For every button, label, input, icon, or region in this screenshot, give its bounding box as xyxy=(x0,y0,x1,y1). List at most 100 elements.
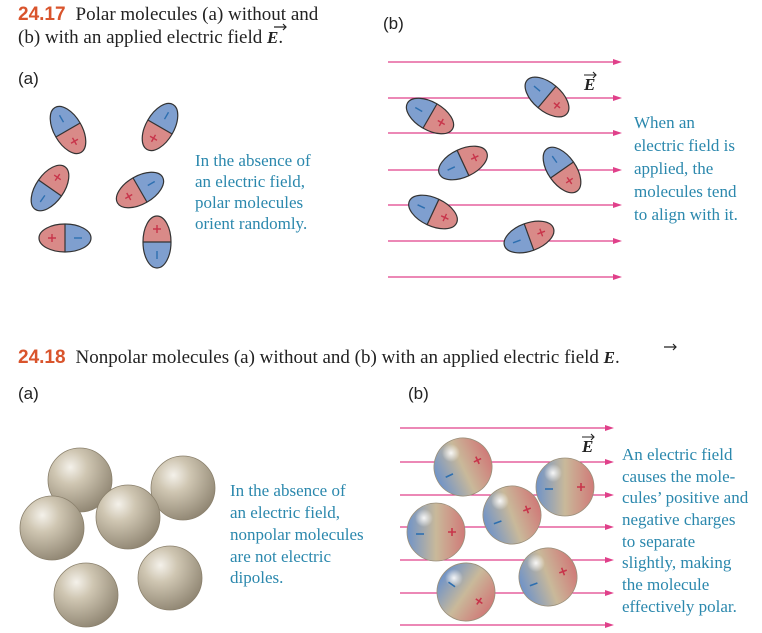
minus-sign-icon xyxy=(445,473,454,478)
minus-sign-icon xyxy=(417,204,426,209)
panel-a-label: (a) xyxy=(18,384,39,403)
arrowhead-icon xyxy=(613,130,622,136)
caption-line-2: (b) with an applied electric field E. xyxy=(18,27,283,48)
molecule-outline xyxy=(141,102,179,152)
plus-sign-icon xyxy=(553,101,561,109)
minus-sign-icon xyxy=(58,114,65,123)
minus-sign-icon xyxy=(551,155,558,164)
field-label-e: E xyxy=(583,75,595,94)
divider xyxy=(550,161,574,179)
minus-sign-icon xyxy=(163,111,170,120)
field-symbol: E xyxy=(266,28,278,47)
polar-molecule xyxy=(524,76,570,118)
arrowhead-icon xyxy=(613,238,622,244)
field-label-e: E xyxy=(581,437,593,456)
caption-line-2-text: (b) with an applied electric field xyxy=(18,27,267,48)
plus-sign-icon xyxy=(437,118,446,127)
arrowhead-icon xyxy=(605,622,614,628)
highlight xyxy=(527,554,545,572)
nonpolar-molecule xyxy=(95,484,161,550)
note-polar-random: In the absence of an electric field, pol… xyxy=(195,151,315,233)
note-induced: An electric field causes the mole- cules… xyxy=(622,445,752,616)
polar-molecules-random xyxy=(30,102,179,269)
plus-sign-icon xyxy=(48,234,56,242)
polar-molecule xyxy=(405,97,455,135)
plus-sign-icon xyxy=(153,225,161,233)
polar-molecule xyxy=(38,223,92,253)
molecule-body xyxy=(433,437,493,497)
polar-molecule xyxy=(30,164,70,212)
figure-number: 24.18 xyxy=(18,347,66,368)
divider xyxy=(426,199,440,225)
minus-sign-icon xyxy=(447,166,456,171)
plus-sign-icon xyxy=(440,213,449,222)
polar-molecule xyxy=(408,194,458,230)
molecule-outline xyxy=(30,164,70,212)
arrowhead-icon xyxy=(605,524,614,530)
minus-sign-icon xyxy=(493,520,502,525)
divider xyxy=(456,150,470,176)
molecule-body xyxy=(406,502,466,562)
polar-molecule xyxy=(141,102,179,152)
highlight xyxy=(415,509,433,527)
figure-caption-24-17: 24.17 Polar molecules (a) without and xyxy=(18,4,319,25)
molecule-body xyxy=(436,562,496,622)
plus-sign-icon xyxy=(559,567,568,576)
highlight xyxy=(442,444,460,462)
plus-sign-icon xyxy=(473,456,482,465)
vector-arrow-icon xyxy=(274,23,287,31)
minus-sign-icon xyxy=(147,180,156,187)
arrowhead-icon xyxy=(605,590,614,596)
arrowhead-icon xyxy=(613,95,622,101)
caption-line-1: Polar molecules (a) without and xyxy=(76,4,319,25)
plus-sign-icon xyxy=(475,597,483,605)
plus-sign-icon xyxy=(537,228,546,237)
molecule-outline xyxy=(405,97,455,135)
divider xyxy=(132,177,148,203)
nonpolar-molecules xyxy=(19,447,216,628)
induced-dipole-molecule xyxy=(433,437,493,497)
induced-dipole-molecule xyxy=(436,562,496,622)
divider xyxy=(523,223,535,251)
polar-molecules-aligned xyxy=(405,76,582,254)
induced-dipole-molecule xyxy=(518,547,578,607)
positive-end xyxy=(538,86,569,117)
arrowhead-icon xyxy=(605,425,614,431)
highlight xyxy=(445,569,463,587)
negative-end xyxy=(543,147,574,179)
nonpolar-molecule xyxy=(19,495,85,561)
minus-sign-icon xyxy=(39,194,46,203)
induced-dipole-molecule xyxy=(406,502,466,562)
arrowhead-icon xyxy=(613,274,622,280)
vector-arrow-icon xyxy=(664,343,677,351)
divider xyxy=(147,119,173,135)
panel-b-label: (b) xyxy=(408,384,429,403)
polar-molecule xyxy=(503,220,555,254)
induced-dipole-molecules xyxy=(406,437,595,622)
minus-sign-icon xyxy=(448,581,456,588)
arrowhead-icon xyxy=(605,557,614,563)
nonpolar-molecule xyxy=(150,455,216,521)
minus-sign-icon xyxy=(414,106,423,113)
plus-sign-icon xyxy=(565,176,574,185)
figure-caption-24-18: 24.18 Nonpolar molecules (a) without and… xyxy=(18,347,620,368)
divider xyxy=(55,122,81,138)
arrowhead-icon xyxy=(613,167,622,173)
highlight xyxy=(491,492,509,510)
plus-sign-icon xyxy=(523,505,532,514)
polar-molecule xyxy=(542,146,582,194)
note-polar-aligned: When an electric field is applied, the m… xyxy=(634,113,741,224)
panel-a-label: (a) xyxy=(18,69,39,88)
note-nonpolar: In the absence of an electric field, non… xyxy=(230,481,368,587)
divider xyxy=(38,179,62,197)
divider xyxy=(537,85,557,109)
divider xyxy=(422,103,438,129)
arrowhead-icon xyxy=(605,459,614,465)
vector-arrow-icon xyxy=(584,71,597,79)
minus-sign-icon xyxy=(529,582,538,587)
molecule-outline xyxy=(542,146,582,194)
plus-sign-icon xyxy=(470,153,479,162)
arrowhead-icon xyxy=(605,492,614,498)
figure-number: 24.17 xyxy=(18,4,66,25)
